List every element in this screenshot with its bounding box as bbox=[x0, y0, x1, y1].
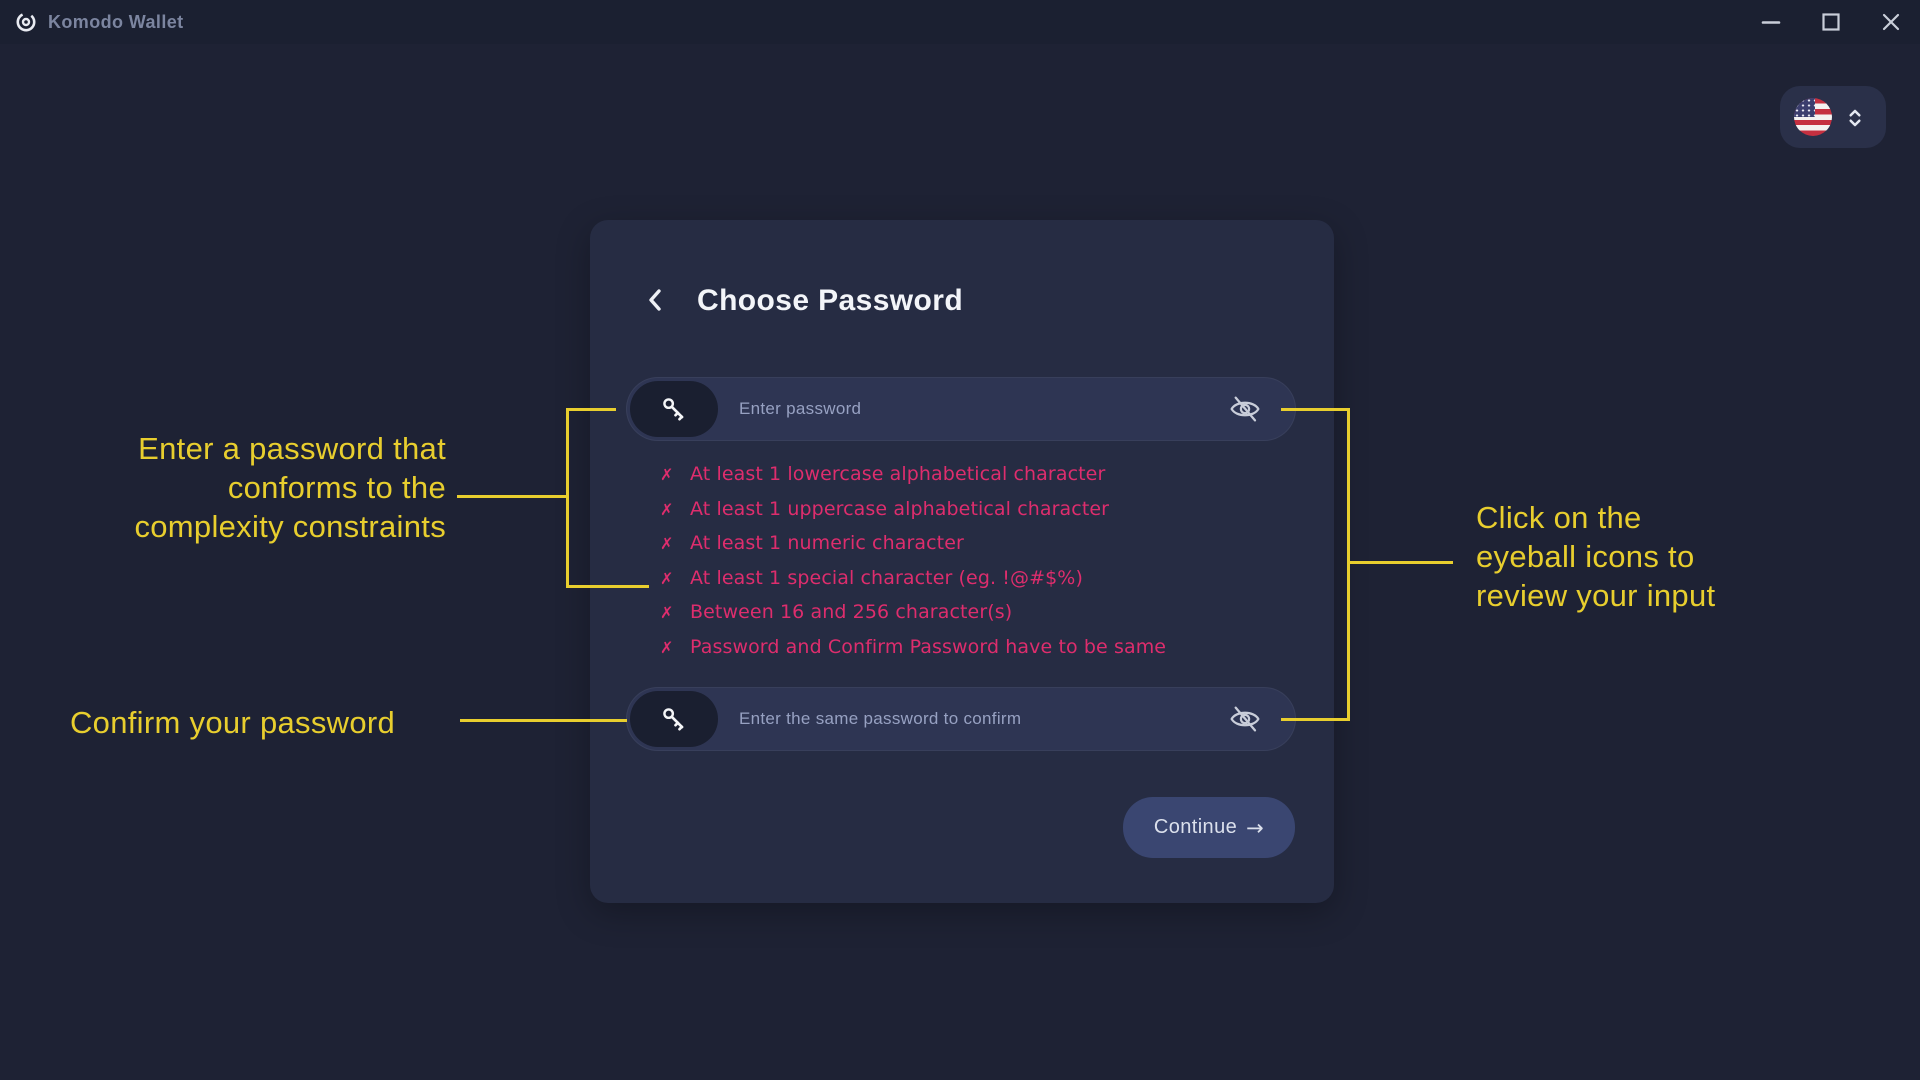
callout-line-confirm bbox=[460, 719, 627, 722]
continue-label: Continue bbox=[1153, 816, 1238, 838]
requirement-text: Password and Confirm Password have to be… bbox=[690, 635, 1167, 658]
x-mark-icon: ✗ bbox=[660, 499, 674, 519]
requirement-row: ✗ Between 16 and 256 character(s) bbox=[660, 601, 1280, 636]
choose-password-card bbox=[590, 220, 1334, 903]
password-annotation-text: Enter a password that conforms to the co… bbox=[134, 431, 446, 544]
x-mark-icon: ✗ bbox=[660, 534, 674, 554]
eye-off-icon bbox=[1229, 703, 1261, 738]
password-field bbox=[626, 377, 1296, 441]
confirm-annotation-text: Confirm your password bbox=[70, 705, 396, 740]
callout-line-left-bottom-tick bbox=[566, 585, 649, 588]
key-icon bbox=[630, 691, 718, 747]
toggle-password-visibility-button[interactable] bbox=[1223, 388, 1267, 432]
callout-line-right-bottom-tick bbox=[1281, 718, 1350, 721]
x-mark-icon: ✗ bbox=[660, 465, 674, 484]
key-icon bbox=[630, 381, 718, 437]
maximize-button[interactable] bbox=[1809, 0, 1853, 44]
back-button[interactable] bbox=[638, 284, 672, 318]
select-chevrons-icon bbox=[1842, 105, 1868, 136]
x-mark-icon: ✗ bbox=[660, 637, 674, 657]
continue-button[interactable]: Continue → bbox=[1123, 797, 1295, 858]
confirm-password-field bbox=[626, 687, 1296, 751]
callout-line-left-vertical bbox=[566, 408, 569, 588]
confirm-password-input[interactable] bbox=[739, 690, 1179, 748]
app-title: Komodo Wallet bbox=[48, 12, 184, 32]
us-flag-icon bbox=[1794, 98, 1832, 136]
arrow-right-icon: → bbox=[1246, 815, 1265, 840]
callout-line-right-top-tick bbox=[1281, 408, 1350, 411]
password-requirements-list: ✗ At least 1 lowercase alphabetical char… bbox=[660, 463, 1280, 671]
close-button[interactable] bbox=[1869, 0, 1913, 44]
toggle-confirm-visibility-button[interactable] bbox=[1223, 698, 1267, 742]
close-icon bbox=[1880, 11, 1902, 33]
chevron-left-icon bbox=[644, 287, 666, 316]
page-title: Choose Password bbox=[697, 284, 964, 317]
requirement-text: At least 1 numeric character bbox=[690, 532, 964, 555]
callout-line-right-connector bbox=[1347, 561, 1453, 564]
x-mark-icon: ✗ bbox=[660, 603, 674, 623]
komodo-logo-icon bbox=[13, 9, 39, 35]
eye-off-icon bbox=[1229, 393, 1261, 428]
requirement-row: ✗ At least 1 numeric character bbox=[660, 532, 1280, 567]
password-input[interactable] bbox=[739, 380, 1179, 438]
minimize-button[interactable] bbox=[1749, 0, 1793, 44]
callout-line-right-vertical bbox=[1347, 408, 1350, 721]
x-mark-icon: ✗ bbox=[660, 568, 674, 588]
titlebar: Komodo Wallet bbox=[0, 0, 1920, 44]
language-selector[interactable] bbox=[1780, 86, 1886, 148]
callout-line-left-top-tick bbox=[566, 408, 616, 411]
requirement-text: At least 1 special character (eg. !@#$%) bbox=[690, 566, 1083, 589]
requirement-text: At least 1 uppercase alphabetical charac… bbox=[690, 497, 1110, 520]
minimize-icon bbox=[1760, 11, 1782, 33]
requirement-row: ✗ Password and Confirm Password have to … bbox=[660, 636, 1280, 671]
callout-line-left-connector bbox=[457, 495, 568, 498]
requirement-row: ✗ At least 1 lowercase alphabetical char… bbox=[660, 463, 1280, 498]
requirement-text: Between 16 and 256 character(s) bbox=[690, 601, 1013, 624]
requirement-text: At least 1 lowercase alphabetical charac… bbox=[690, 463, 1106, 485]
requirement-row: ✗ At least 1 special character (eg. !@#$… bbox=[660, 567, 1280, 602]
requirement-row: ✗ At least 1 uppercase alphabetical char… bbox=[660, 498, 1280, 533]
eyeball-annotation-text: Click on the eyeball icons to review you… bbox=[1476, 500, 1716, 613]
maximize-icon bbox=[1820, 11, 1842, 33]
